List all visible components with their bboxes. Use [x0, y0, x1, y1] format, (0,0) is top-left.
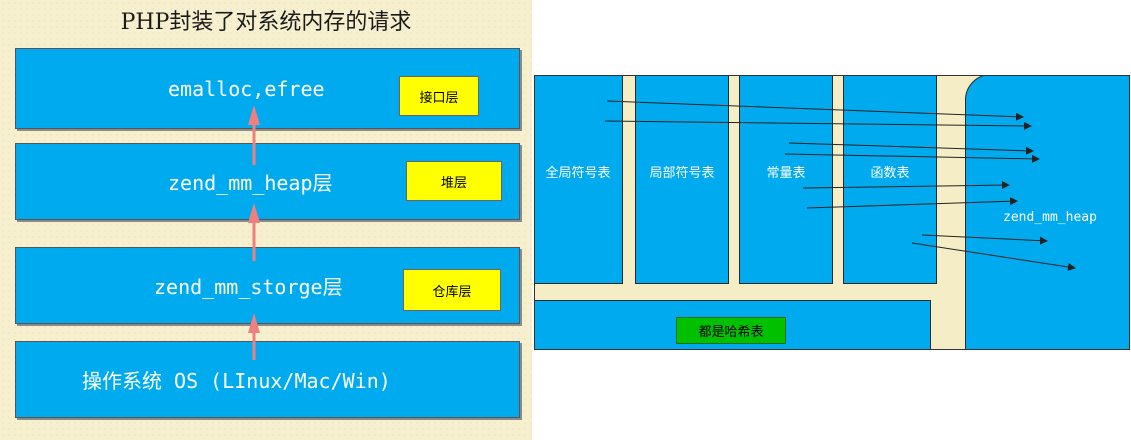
pointer-arrow [911, 242, 1076, 271]
pointer-arrow [788, 142, 1034, 155]
column-global-symbols: 全局符号表 [535, 76, 623, 284]
layer-interface: emalloc,efree 接口层 [15, 48, 520, 129]
column-functions-label: 函数表 [870, 166, 910, 181]
column-constants: 常量表 [739, 76, 833, 284]
column-local-symbols-label: 局部符号表 [649, 166, 715, 181]
tag-storage: 仓库层 [403, 269, 501, 311]
pointer-arrow [806, 197, 1018, 209]
tag-interface: 接口层 [399, 76, 479, 116]
hash-table-tag: 都是哈希表 [676, 317, 786, 344]
heap-label: zend_mm_heap [1003, 210, 1097, 225]
layer-storage: zend_mm_storge层 仓库层 [15, 247, 520, 324]
up-arrow-icon [248, 203, 260, 261]
layer-storage-label: zend_mm_storge层 [154, 275, 343, 299]
layers-title: PHP封装了对系统内存的请求 [120, 10, 412, 35]
layer-os-label: 操作系统 OS (LInux/Mac/Win) [82, 369, 391, 393]
column-local-symbols: 局部符号表 [635, 76, 729, 284]
column-constants-label: 常量表 [766, 166, 806, 181]
memory-layers-panel: PHP封装了对系统内存的请求 emalloc,efree 接口层 zend_mm… [0, 0, 532, 440]
heap-block [965, 76, 1129, 349]
layer-heap: zend_mm_heap层 堆层 [15, 143, 520, 220]
pointer-arrow [784, 153, 1040, 163]
symbol-tables-diagram: 全局符号表 局部符号表 常量表 函数表 zend_mm_heap 都是哈希表 [534, 75, 1130, 350]
pointer-arrow [604, 120, 1032, 130]
pointer-arrow [802, 181, 1010, 190]
up-arrow-icon [248, 313, 260, 360]
layer-os: 操作系统 OS (LInux/Mac/Win) [15, 341, 520, 418]
pointer-arrows [604, 100, 1076, 271]
pointer-arrow [921, 234, 1048, 245]
column-global-symbols-label: 全局符号表 [545, 166, 611, 181]
pointer-arrow [606, 100, 1024, 121]
tag-heap: 堆层 [406, 161, 502, 201]
column-functions: 函数表 [843, 76, 937, 284]
layer-heap-label: zend_mm_heap层 [168, 171, 333, 195]
layer-interface-label: emalloc,efree [168, 76, 325, 101]
up-arrow-icon [248, 105, 260, 165]
